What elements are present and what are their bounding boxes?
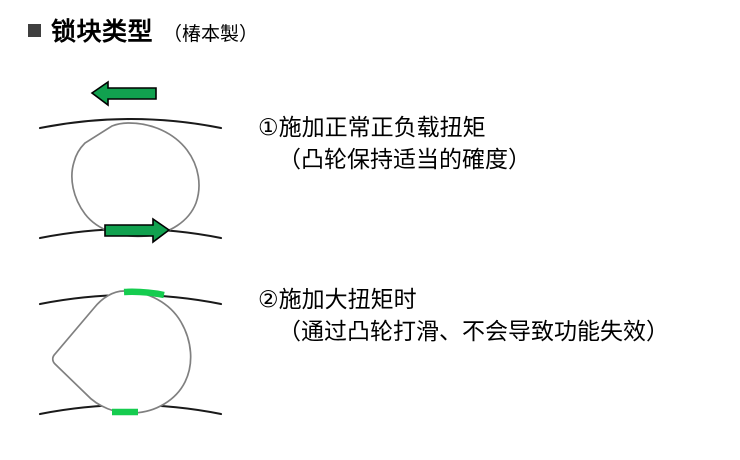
page-subtitle: （椿本製） bbox=[163, 24, 259, 45]
cam-outline bbox=[71, 122, 200, 238]
top-rail bbox=[38, 117, 223, 130]
annotation-normal-load-line-2: （凸轮保持适当的確度） bbox=[278, 145, 531, 172]
annotation-high-torque-line-1: ②施加大扭矩时 bbox=[258, 286, 417, 312]
top-arrow-left-icon bbox=[90, 80, 157, 107]
bottom-arrow-right-icon bbox=[104, 217, 171, 244]
annotation-high-torque: ②施加大扭矩时 （通过凸轮打滑、不会导致功能失效） bbox=[258, 284, 669, 347]
annotation-normal-load-line-1: ①施加正常正负载扭矩 bbox=[258, 114, 486, 140]
page-title: 锁块类型 bbox=[51, 18, 154, 46]
diagram-high-torque-svg bbox=[38, 288, 223, 416]
diagram-normal-load-svg bbox=[38, 80, 223, 244]
cam-outline bbox=[51, 290, 192, 414]
top-contact-patch bbox=[123, 288, 165, 299]
annotation-normal-load: ①施加正常正负载扭矩 （凸轮保持适当的確度） bbox=[258, 112, 531, 175]
diagram-high-torque bbox=[24, 272, 239, 442]
diagram-normal-load bbox=[24, 78, 239, 263]
page-header: 锁块类型 （椿本製） bbox=[28, 20, 258, 45]
square-bullet-icon bbox=[28, 24, 41, 37]
annotation-high-torque-line-2: （通过凸轮打滑、不会导致功能失效） bbox=[278, 317, 669, 344]
